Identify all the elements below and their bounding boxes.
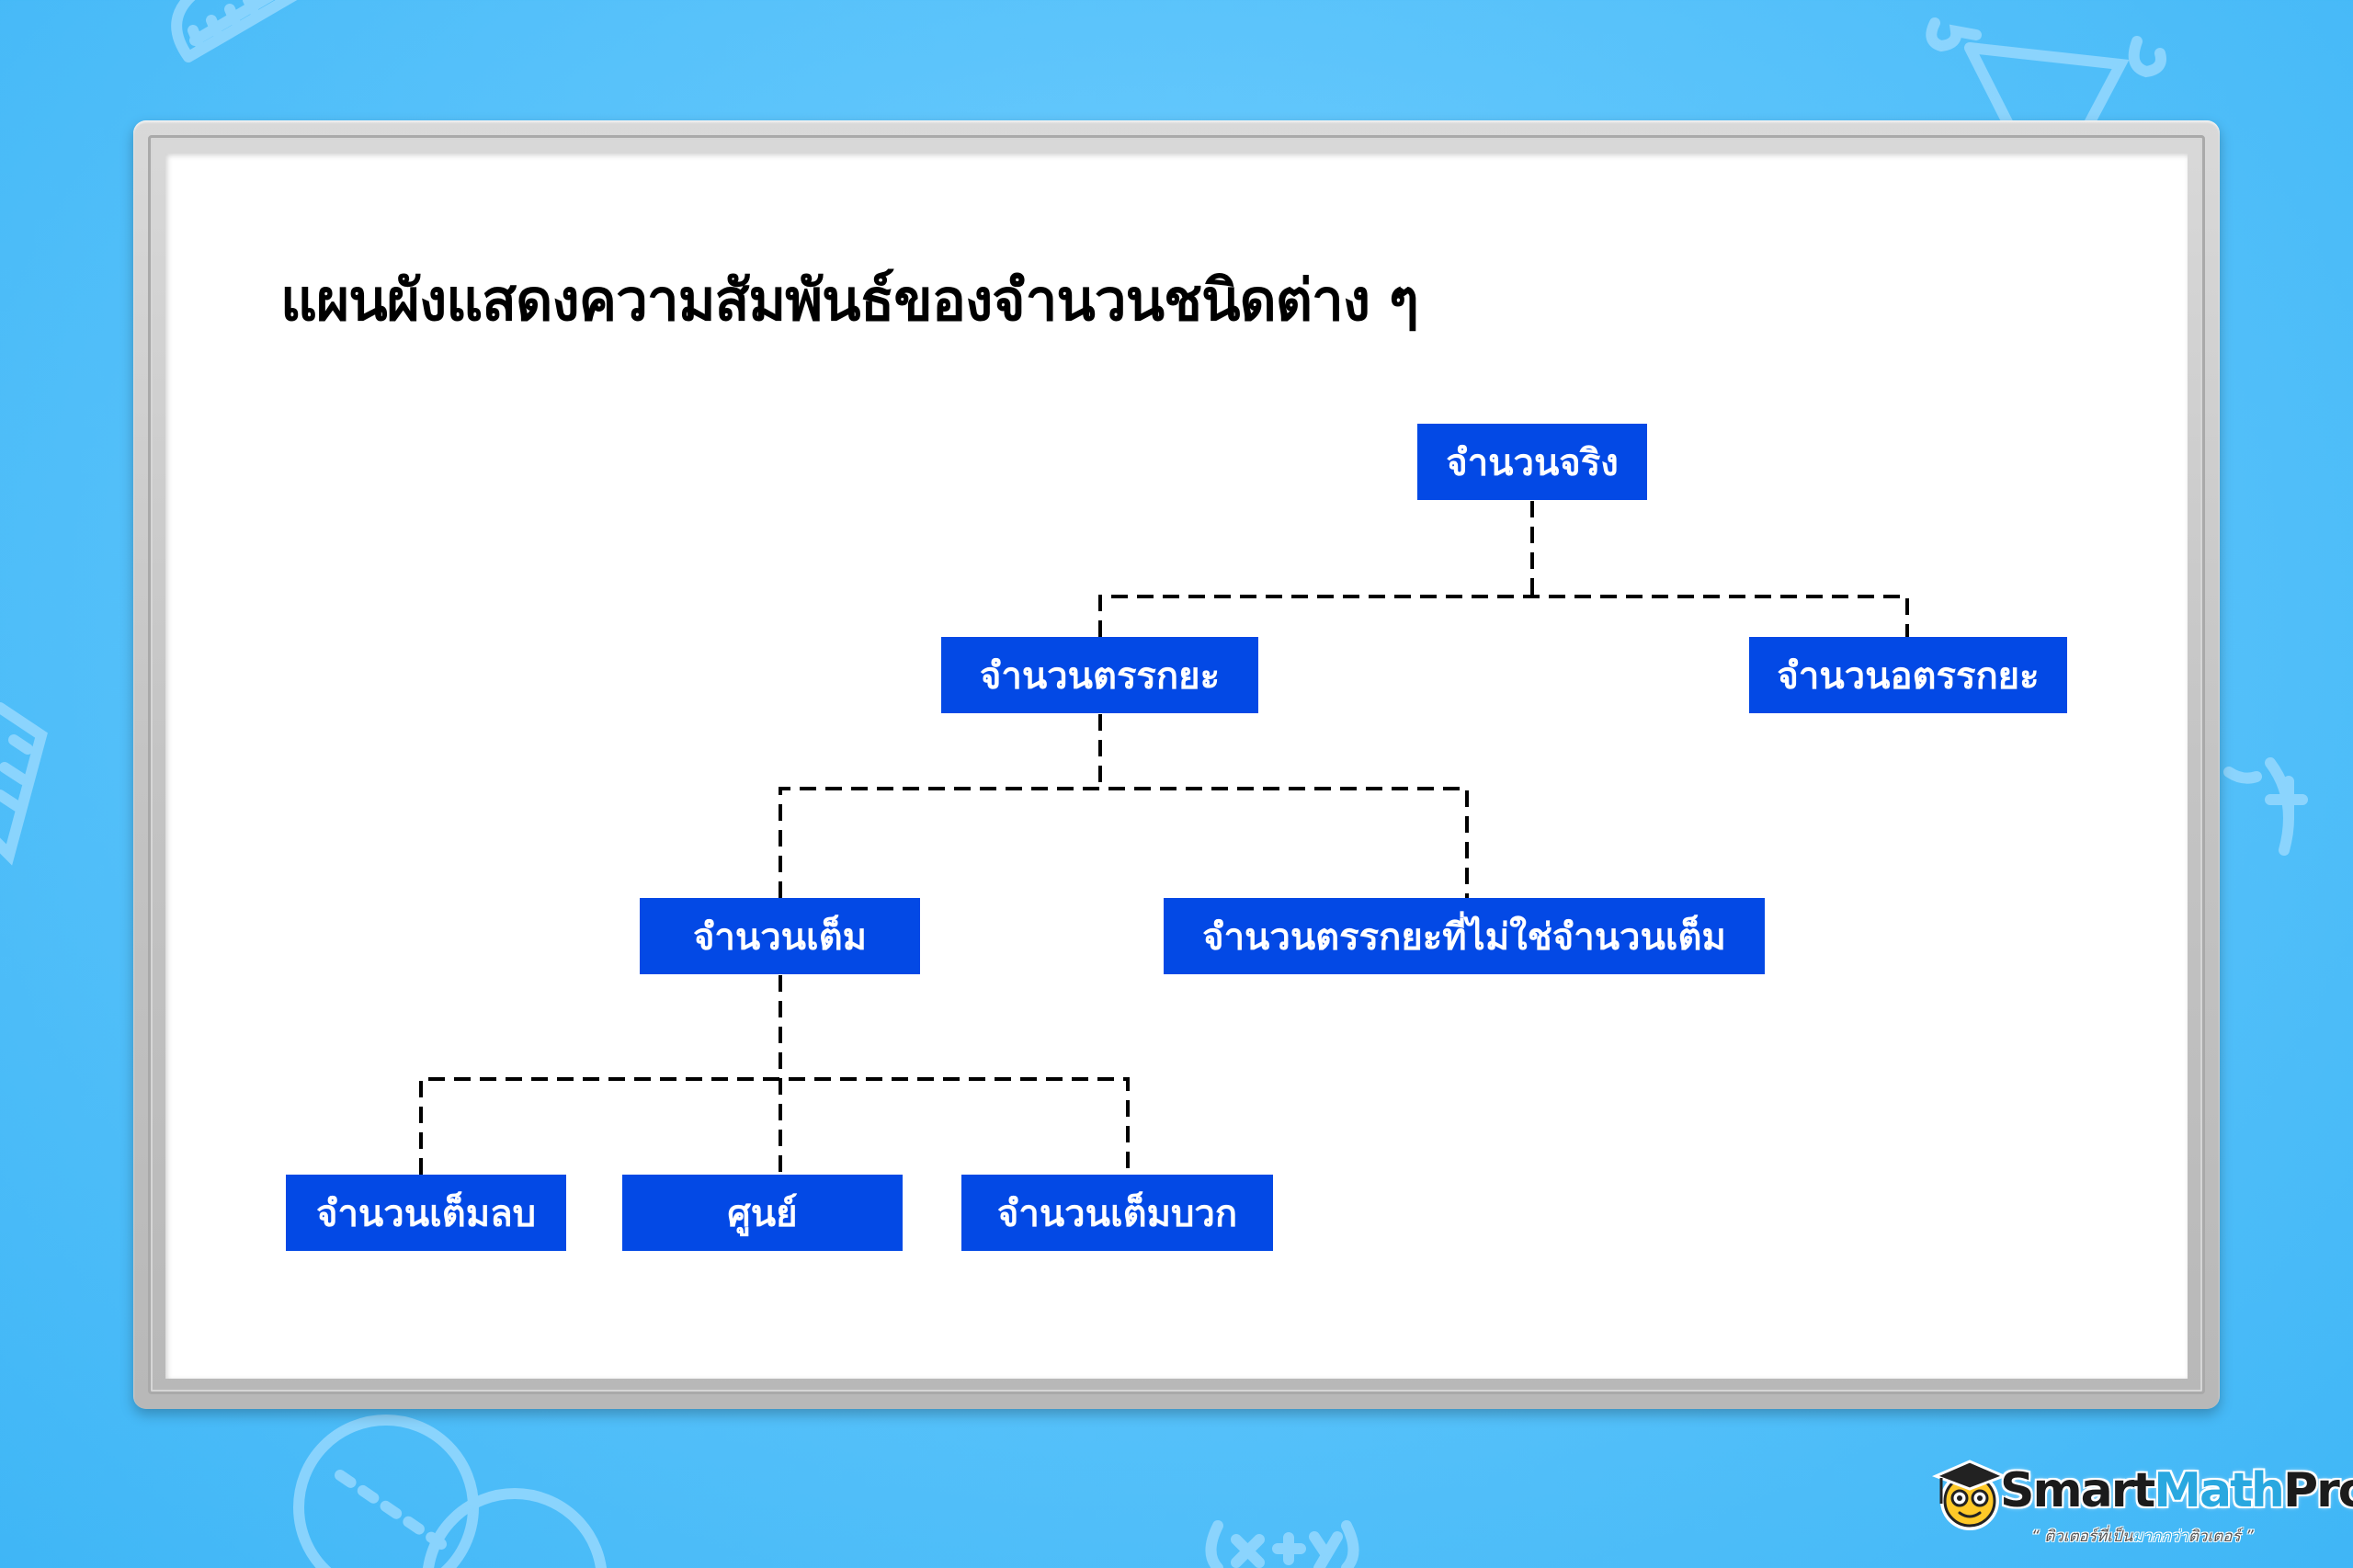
node-label: จำนวนอตรรกยะ (1777, 654, 2040, 698)
node-label: ศูนย์ (727, 1192, 798, 1235)
node-real-numbers: จำนวนจริง (1417, 424, 1647, 500)
connector-rational-branch (779, 787, 1469, 898)
node-rational-numbers: จำนวนตรรกยะ (941, 637, 1258, 713)
whiteboard-surface (165, 153, 2188, 1379)
connector-integer-branch (419, 1077, 1130, 1175)
node-label: จำนวนตรรกยะที่ไม่ใช่จำนวนเต็ม (1202, 915, 1726, 959)
node-non-integer-rationals: จำนวนตรรกยะที่ไม่ใช่จำนวนเต็ม (1164, 898, 1765, 974)
node-label: จำนวนเต็ม (692, 915, 868, 959)
node-label: จำนวนตรรกยะ (979, 654, 1221, 698)
node-label: จำนวนจริง (1446, 441, 1619, 484)
node-positive-integers: จำนวนเต็มบวก (961, 1175, 1273, 1251)
logo-wordmark: SmartMathPro (2000, 1463, 2353, 1518)
mascot-graduate-icon (1932, 1460, 2007, 1530)
node-label: จำนวนเต็มลบ (316, 1192, 536, 1235)
logo-tagline: “ ติวเตอร์ที่เป็นมากกว่าติวเตอร์ ” (2031, 1528, 2254, 1546)
node-zero: ศูนย์ (622, 1175, 903, 1251)
node-irrational-numbers: จำนวนอตรรกยะ (1749, 637, 2067, 713)
node-negative-integers: จำนวนเต็มลบ (286, 1175, 566, 1251)
smartmathpro-logo: SmartMathPro “ ติวเตอร์ที่เป็นมากกว่าติว… (1928, 1450, 2353, 1551)
diagram-title: แผนผังแสดงความสัมพันธ์ของจำนวนชนิดต่าง ๆ (280, 267, 1419, 334)
connector-real-branch (1098, 595, 1909, 637)
node-integers: จำนวนเต็ม (640, 898, 920, 974)
node-label: จำนวนเต็มบวก (996, 1192, 1238, 1235)
